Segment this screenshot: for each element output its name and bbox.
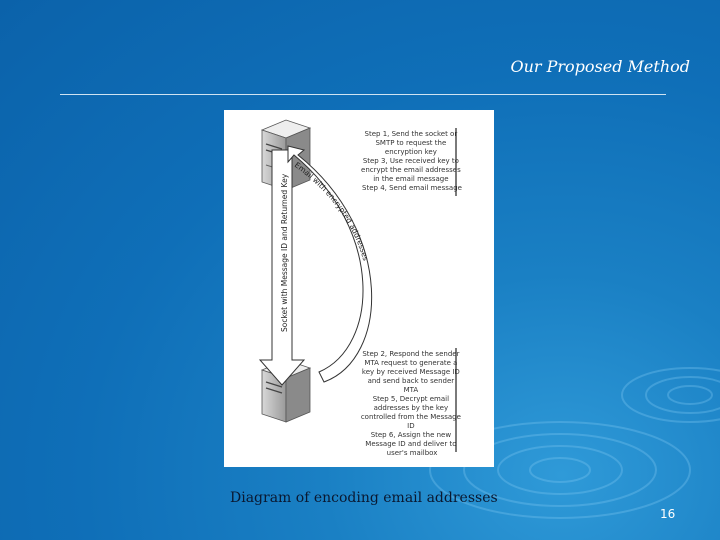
- receiver-step-line: user's mailbox: [387, 449, 438, 457]
- receiver-step-line: Step 6, Assign the new: [371, 431, 452, 439]
- sender-step-line: encrypt the email addresses: [361, 166, 461, 174]
- receiver-step-line: and send back to sender: [368, 377, 455, 385]
- receiver-step-line: Message ID and deliver to: [365, 440, 456, 448]
- receiver-step-line: MTA request to generate a: [364, 359, 457, 367]
- email-arrow-label: Email with encrypted addresses: [293, 160, 370, 261]
- receiver-step-line: MTA: [404, 386, 419, 394]
- sender-step-line: SMTP to request the: [375, 139, 446, 147]
- sender-step-line: Step 3, Use received key to: [363, 157, 459, 165]
- socket-arrow-label: Socket with Message ID and Returned Key: [280, 173, 289, 332]
- receiver-step-line: Step 2, Respond the sender: [362, 350, 459, 358]
- figure-caption: Diagram of encoding email addresses: [230, 490, 498, 506]
- sender-step-line: Step 1, Send the socket or: [365, 130, 458, 138]
- svg-text:Email with encrypted addresses: Email with encrypted addresses: [293, 160, 370, 261]
- receiver-step-line: controlled from the Message: [361, 413, 461, 421]
- sender-step-line: encryption key: [385, 148, 437, 156]
- sender-step-line: Step 4, Send email message: [362, 184, 462, 192]
- receiver-step-line: addresses by the key: [374, 404, 448, 412]
- slide-title: Our Proposed Method: [510, 57, 690, 76]
- title-divider: [60, 94, 666, 95]
- diagram-figure: Socket with Message ID and Returned Key …: [224, 110, 494, 467]
- receiver-steps-text: Step 2, Respond the sender MTA request t…: [361, 350, 463, 457]
- socket-arrow: Socket with Message ID and Returned Key: [258, 149, 306, 386]
- receiver-step-line: key by received Message ID: [362, 368, 460, 376]
- sender-steps-text: Step 1, Send the socket or SMTP to reque…: [361, 130, 463, 192]
- receiver-step-line: Step 5, Decrypt email: [373, 395, 449, 403]
- sender-step-line: in the email message: [373, 175, 448, 183]
- page-number: 16: [660, 507, 676, 521]
- receiver-step-line: ID: [407, 422, 414, 430]
